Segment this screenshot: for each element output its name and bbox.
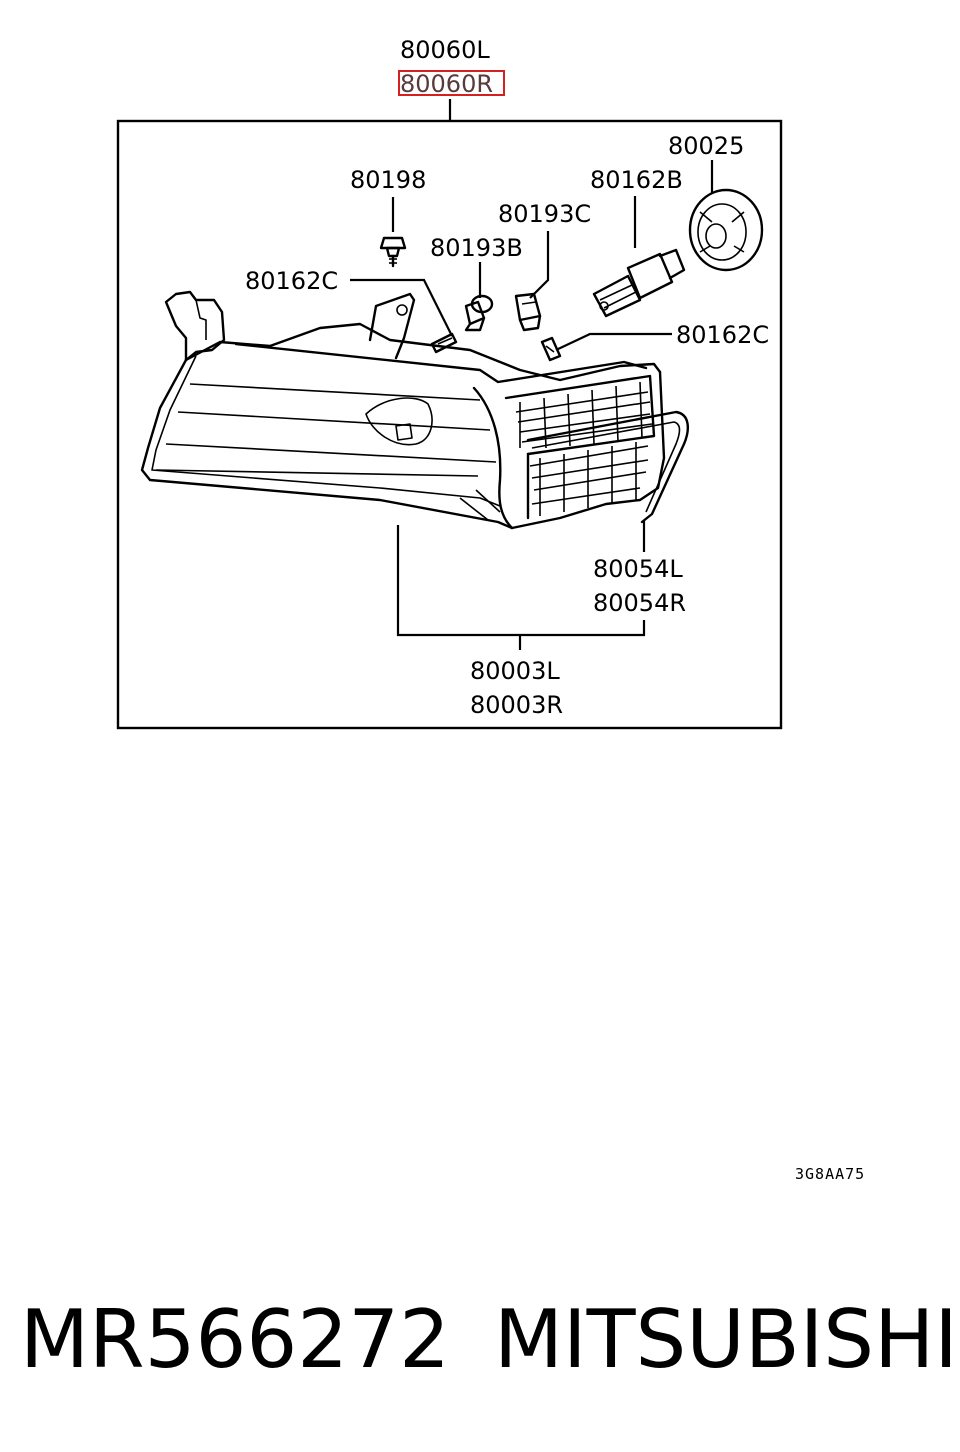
callout-seal-right[interactable]: 80054R [593, 589, 686, 617]
diagram-frame [116, 119, 783, 730]
headlamp-housing [140, 290, 666, 530]
callout-cap[interactable]: 80025 [668, 132, 744, 160]
cap-part [688, 188, 764, 272]
diagram-code: 3G8AA75 [795, 1165, 865, 1183]
highlight-box [398, 70, 505, 96]
part-number: MR566272 [20, 1293, 450, 1386]
callout-seal-left[interactable]: 80054L [593, 555, 683, 583]
small-bulb-right-part [540, 336, 562, 362]
small-bulb-upper-part [430, 332, 458, 354]
callout-socket-c[interactable]: 80193C [498, 200, 591, 228]
socket-c-part [514, 292, 542, 332]
headlamp-exploded-diagram: 80060L 80060R 80025 80198 80162B 80193C … [116, 36, 865, 1183]
leader-lines [350, 160, 714, 650]
callout-small-bulb-upper[interactable]: 80162C [245, 267, 338, 295]
callout-socket-b[interactable]: 80193B [430, 234, 523, 262]
socket-b-part [464, 294, 494, 332]
callout-lens-right[interactable]: 80003R [470, 691, 563, 719]
seal-gasket-part [526, 410, 689, 524]
callout-assembly-right[interactable]: 80060R [400, 70, 493, 98]
callout-bulb-main[interactable]: 80162B [590, 166, 683, 194]
main-bulb-part [592, 248, 686, 318]
callout-small-bulb-right[interactable]: 80162C [676, 321, 769, 349]
callout-screw[interactable]: 80198 [350, 166, 426, 194]
screw-part [379, 236, 407, 268]
callout-lens-left[interactable]: 80003L [470, 657, 560, 685]
callout-assembly-left[interactable]: 80060L [400, 36, 490, 64]
brand-name: MITSUBISHI [494, 1293, 958, 1386]
